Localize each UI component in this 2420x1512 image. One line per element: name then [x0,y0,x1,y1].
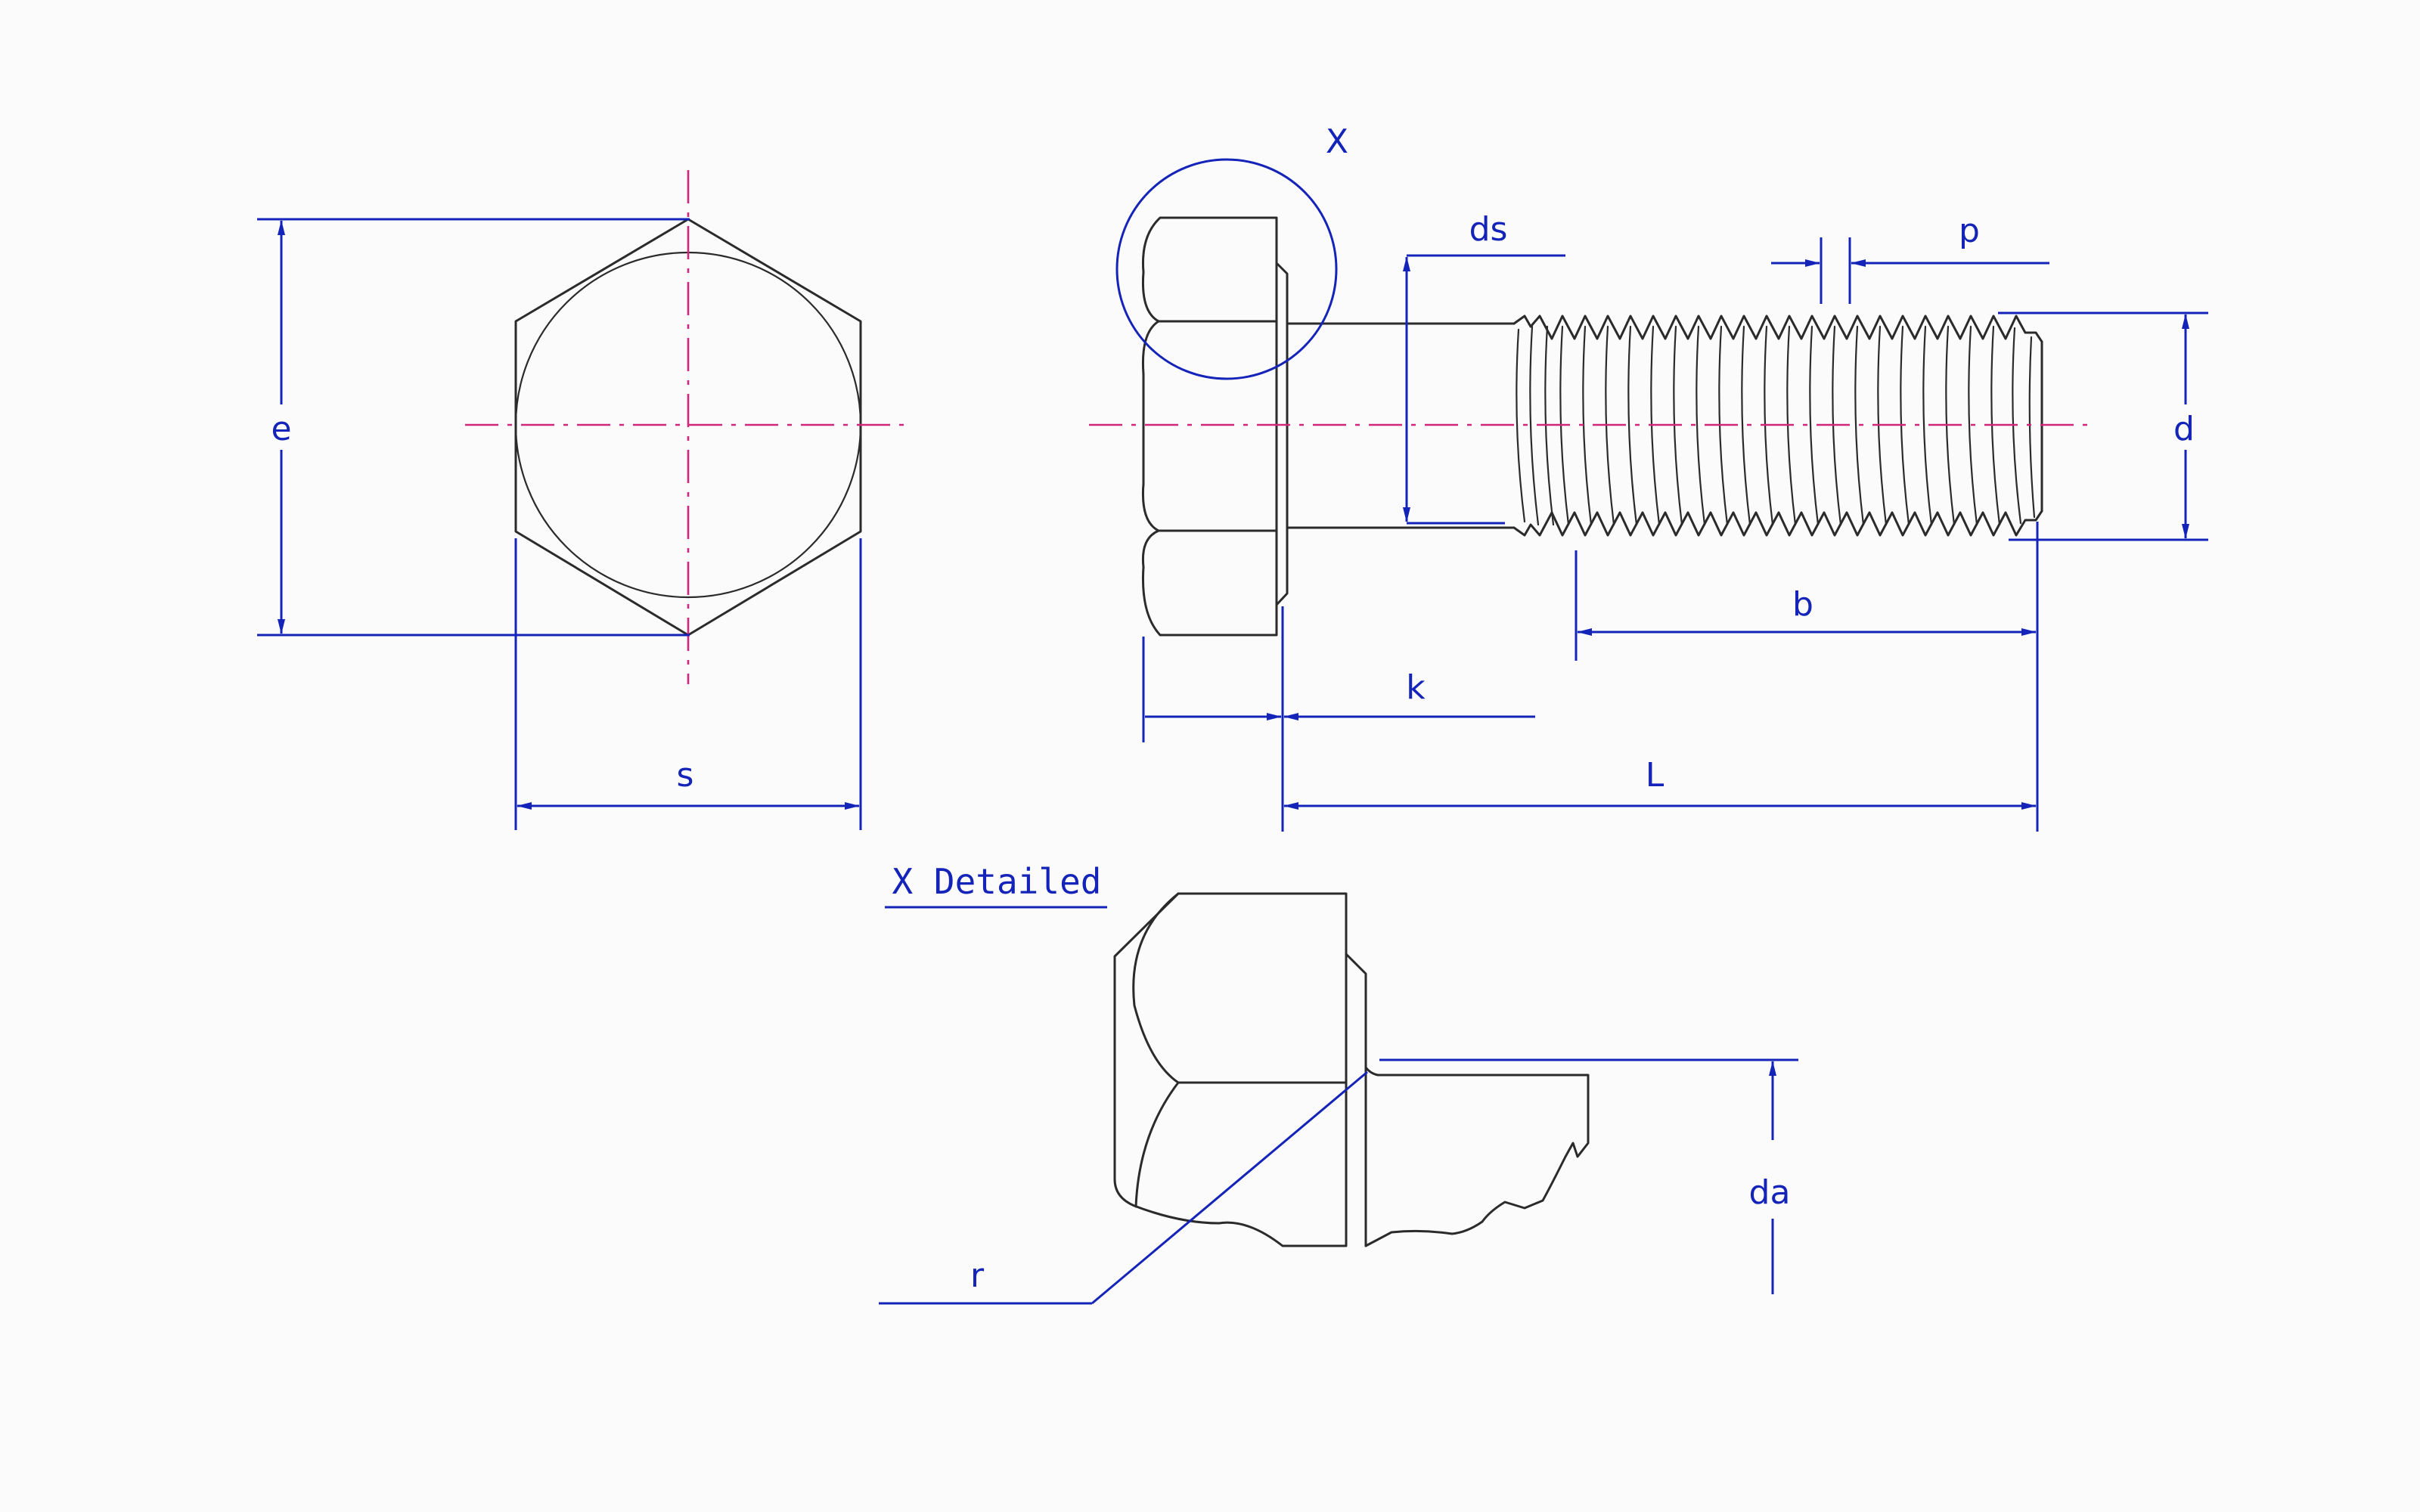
dimension-da: da [1379,1058,1798,1294]
detail-washer-face [1345,953,1367,1247]
label-s: s [677,756,694,795]
bolt-washer-face [1275,262,1289,606]
hex-head-front-view [465,170,911,684]
detail-x-callout: X [1115,122,1348,380]
detail-x-title: X Detailed [885,861,1107,909]
detail-x-circle [1115,158,1338,380]
detail-head-outline [1113,892,1348,1247]
dimension-L: L [1283,756,2037,810]
label-x-detailed: X Detailed [892,861,1102,902]
label-ds: ds [1469,210,1508,249]
dimension-ds: ds [1403,210,1565,525]
label-k: k [1406,668,1426,707]
dimension-r: r [879,1070,1368,1305]
label-r: r [970,1256,985,1295]
dimension-b: b [1575,522,2039,832]
dimension-s: s [514,538,862,830]
label-b: b [1792,585,1813,624]
bolt-side-view [1089,216,2095,637]
bolt-head-outline [1141,216,1278,637]
dimension-p: p [1771,212,2049,304]
dimension-d: d [1998,311,2208,541]
dimension-e: e [257,218,690,637]
dimension-k: k [1142,606,1535,832]
detail-shank-outline [1364,1066,1590,1247]
label-p: p [1959,212,1980,250]
detail-x-view [1113,892,1590,1247]
label-x: X [1326,122,1348,161]
label-da: da [1749,1173,1791,1212]
label-L: L [1646,756,1665,795]
label-d: d [2173,410,2195,448]
label-e: e [271,410,291,448]
